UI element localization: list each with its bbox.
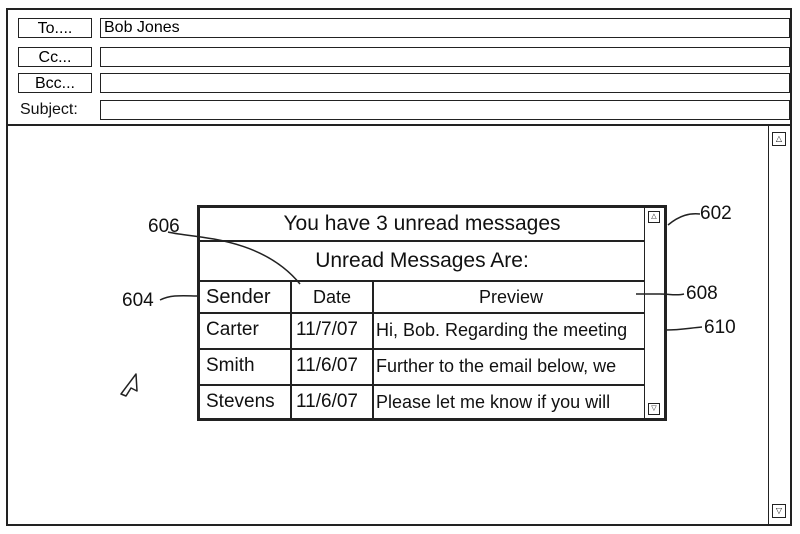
unread-messages-table: Sender Date Preview Carter 11/7/07 Hi, B…	[200, 282, 644, 418]
cc-field[interactable]	[100, 47, 790, 67]
subject-label: Subject:	[20, 101, 78, 118]
bcc-button[interactable]: Bcc...	[18, 73, 92, 93]
email-compose-window: To.... Cc... Bcc... Subject: △ ▽	[6, 8, 792, 526]
callout-606: 606	[148, 216, 180, 237]
column-header-date[interactable]: Date	[312, 287, 352, 307]
column-header-sender[interactable]: Sender	[206, 286, 271, 308]
unread-messages-popup: You have 3 unread messages Unread Messag…	[197, 205, 667, 421]
callout-602: 602	[700, 203, 732, 224]
column-divider	[372, 282, 374, 418]
callout-608: 608	[686, 283, 718, 304]
popup-subtitle: Unread Messages Are:	[200, 242, 644, 282]
column-divider	[290, 282, 292, 418]
subject-field[interactable]	[100, 100, 790, 120]
header-divider	[8, 124, 790, 126]
scroll-down-arrow-icon[interactable]: ▽	[772, 504, 786, 518]
row-divider	[200, 384, 644, 386]
row-preview[interactable]: Please let me know if you will	[376, 392, 611, 412]
popup-content: You have 3 unread messages Unread Messag…	[200, 208, 644, 418]
row-sender[interactable]: Smith	[206, 355, 255, 376]
row-date[interactable]: 11/6/07	[296, 391, 358, 412]
row-date[interactable]: 11/6/07	[296, 355, 358, 376]
bcc-field[interactable]	[100, 73, 790, 93]
scroll-up-arrow-icon[interactable]: △	[772, 132, 786, 146]
row-preview[interactable]: Further to the email below, we	[376, 356, 617, 376]
to-field[interactable]	[100, 18, 790, 38]
callout-610: 610	[704, 317, 736, 338]
to-button[interactable]: To....	[18, 18, 92, 38]
scroll-down-arrow-icon[interactable]: ▽	[648, 403, 660, 415]
body-scrollbar[interactable]: △ ▽	[768, 126, 790, 524]
cc-button[interactable]: Cc...	[18, 47, 92, 67]
row-divider	[200, 348, 644, 350]
popup-scrollbar[interactable]: △ ▽	[644, 208, 664, 418]
callout-604: 604	[122, 290, 154, 311]
scroll-up-arrow-icon[interactable]: △	[648, 211, 660, 223]
row-divider	[200, 312, 644, 314]
row-sender[interactable]: Stevens	[206, 391, 275, 412]
popup-title: You have 3 unread messages	[200, 208, 644, 242]
column-header-preview[interactable]: Preview	[478, 287, 544, 307]
row-date[interactable]: 11/7/07	[296, 319, 358, 340]
row-preview[interactable]: Hi, Bob. Regarding the meeting	[376, 320, 628, 340]
row-sender[interactable]: Carter	[206, 319, 259, 340]
mouse-pointer-icon	[120, 373, 138, 397]
